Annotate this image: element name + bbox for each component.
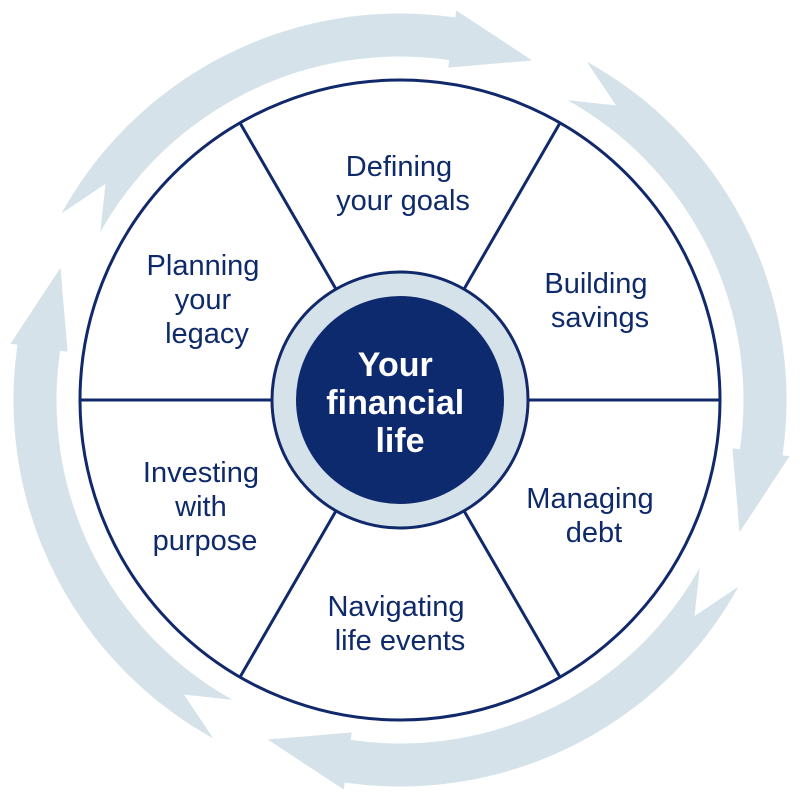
segment-managing-debt-line-2: debt (566, 517, 622, 549)
segment-planning-legacy-line-3: legacy (165, 318, 249, 350)
segment-planning-legacy-line-2: your (175, 284, 232, 316)
segment-investing-with-purpose-line-2: with (174, 491, 227, 523)
segment-investing-with-purpose-line-3: purpose (153, 525, 258, 557)
hub-center (296, 296, 504, 504)
center-title: Your financial life (326, 346, 473, 460)
segment-building-savings-line-1: Building (544, 268, 647, 300)
segment-navigating-life-events: Navigating life events (327, 591, 472, 657)
segment-investing-with-purpose: Investing with purpose (143, 457, 267, 557)
segment-managing-debt: Managing debt (526, 483, 661, 549)
ring-arrow-segment-3 (258, 559, 744, 795)
ring-arrow-segment-1 (56, 5, 542, 241)
center-line-3: life (375, 422, 424, 460)
circular-arrow-ring (5, 5, 795, 795)
center-line-2: financial (326, 384, 464, 422)
segment-planning-legacy-line-1: Planning (147, 250, 260, 282)
segment-building-savings-line-2: savings (551, 302, 649, 334)
ring-arrow-segment-4 (5, 258, 241, 744)
ring-arrow-segment-2 (559, 56, 795, 542)
segment-defining-goals-line-2: your goals (336, 185, 470, 217)
center-line-1: Your (358, 346, 433, 384)
segment-managing-debt-line-1: Managing (526, 483, 653, 515)
segment-investing-with-purpose-line-1: Investing (143, 457, 259, 489)
segment-defining-goals-line-1: Defining (346, 151, 452, 183)
segment-building-savings: Building savings (544, 268, 655, 334)
segment-planning-legacy: Planning your legacy (147, 250, 268, 350)
segment-navigating-life-events-line-2: life events (335, 625, 466, 657)
segment-navigating-life-events-line-1: Navigating (327, 591, 464, 623)
segment-defining-goals: Defining your goals (336, 151, 470, 217)
